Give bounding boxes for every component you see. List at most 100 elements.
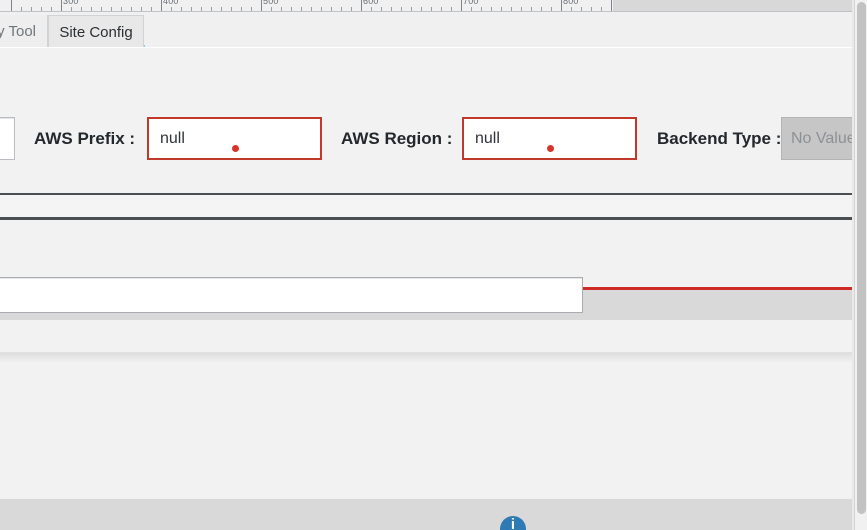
ruler-tick: [101, 7, 102, 11]
ruler-tick: [361, 0, 362, 11]
ruler-tick: [151, 7, 152, 11]
ruler-tick: [511, 7, 512, 11]
section-divider-top: [0, 193, 867, 195]
ruler-tick: [531, 7, 532, 11]
search-input[interactable]: [0, 277, 583, 313]
ruler-tick: [561, 0, 562, 11]
ruler-tick: [351, 7, 352, 11]
ruler-label: 300: [63, 0, 79, 6]
ruler-tick: [71, 7, 72, 11]
ruler-tick: [131, 7, 132, 11]
ruler-tick: [11, 0, 12, 11]
ruler-tick: [481, 7, 482, 11]
ruler-tick: [161, 0, 162, 11]
required-indicator-dot: [231, 145, 239, 152]
clipped-left-input[interactable]: [0, 117, 15, 160]
ruler-label: 600: [363, 0, 379, 6]
backend-type-label: Backend Type :: [657, 129, 782, 148]
vertical-scrollbar[interactable]: [854, 0, 867, 530]
required-indicator-dot: [546, 145, 554, 152]
backend-type-value: No Value: [791, 129, 856, 147]
ruler-tick: [591, 7, 592, 11]
tab-bar-empty-area: [145, 15, 867, 48]
ruler-label: 500: [263, 0, 279, 6]
tab-bar: y Tool Site Config: [0, 12, 867, 48]
lower-content-area: [0, 353, 867, 500]
ruler-tick: [291, 7, 292, 11]
ruler-tick: [111, 7, 112, 11]
section-divider-bottom: [0, 217, 867, 220]
horizontal-ruler: 300 400 500 600 700 800: [0, 0, 867, 12]
ruler-tick: [261, 0, 262, 11]
ruler-tick: [541, 7, 542, 11]
ruler-tick: [611, 0, 612, 11]
ruler-tick: [441, 7, 442, 11]
panel-right-edge: [852, 0, 854, 530]
ruler-tick: [341, 7, 342, 11]
scrollbar-thumb[interactable]: [857, 2, 866, 514]
aws-prefix-label: AWS Prefix :: [34, 129, 136, 148]
ruler-tick: [201, 7, 202, 11]
tab-site-config[interactable]: Site Config: [48, 15, 144, 48]
info-badge-glyph: i: [510, 516, 516, 530]
ruler-tick: [461, 0, 462, 11]
tab-label: Site Config: [59, 23, 133, 41]
aws-region-input[interactable]: null: [462, 117, 637, 160]
ruler-tick: [401, 7, 402, 11]
ruler-tick: [51, 7, 52, 11]
ruler-tick: [471, 7, 472, 11]
ruler-tick: [171, 7, 172, 11]
config-form-panel: AWS Prefix : null AWS Region : null Back…: [0, 47, 867, 193]
ruler-tick: [281, 7, 282, 11]
ruler-tick: [451, 7, 452, 11]
ruler-tick: [311, 7, 312, 11]
ruler-label: 400: [163, 0, 179, 6]
ruler-tick: [391, 7, 392, 11]
ruler-tick: [231, 7, 232, 11]
ruler-tick: [211, 7, 212, 11]
ruler-tick: [321, 7, 322, 11]
aws-region-value: null: [475, 129, 500, 147]
panel-light-strip: [0, 320, 867, 353]
aws-region-label: AWS Region :: [341, 129, 453, 148]
section-band-middle: [0, 195, 867, 217]
ruler-label: 800: [563, 0, 579, 6]
ruler-tick: [571, 7, 572, 11]
config-form-row: AWS Prefix : null AWS Region : null Back…: [0, 117, 867, 161]
ruler-tick: [371, 7, 372, 11]
ruler-tick: [91, 7, 92, 11]
ruler-tick: [181, 7, 182, 11]
ruler-tick: [381, 7, 382, 11]
ruler-tick: [31, 7, 32, 11]
tab-deploy-tool[interactable]: y Tool: [0, 15, 48, 48]
aws-prefix-input[interactable]: null: [147, 117, 322, 160]
ruler-tick: [141, 7, 142, 11]
tab-label: y Tool: [0, 23, 36, 40]
ruler-label: 700: [463, 0, 479, 6]
ruler-tick: [421, 7, 422, 11]
ruler-tick: [221, 7, 222, 11]
info-badge-icon[interactable]: i: [500, 516, 526, 530]
ruler-tick: [501, 7, 502, 11]
ruler-tick: [601, 7, 602, 11]
ruler-tick: [41, 7, 42, 11]
ruler-tick: [521, 7, 522, 11]
ruler-tick: [21, 7, 22, 11]
ruler-tick: [491, 7, 492, 11]
ruler-tick: [61, 0, 62, 11]
ruler-tick: [581, 7, 582, 11]
ruler-tick: [251, 7, 252, 11]
aws-prefix-value: null: [160, 129, 185, 147]
ruler-tick: [431, 7, 432, 11]
ruler-tick: [121, 7, 122, 11]
ruler-tick: [411, 7, 412, 11]
ruler-tick: [271, 7, 272, 11]
ruler-tick: [241, 7, 242, 11]
section-band-lower: [0, 220, 867, 287]
footer-bar: [0, 499, 867, 530]
ruler-tick: [81, 7, 82, 11]
ruler-tick: [301, 7, 302, 11]
ruler-inactive-region: [613, 0, 867, 12]
ruler-tick: [331, 7, 332, 11]
